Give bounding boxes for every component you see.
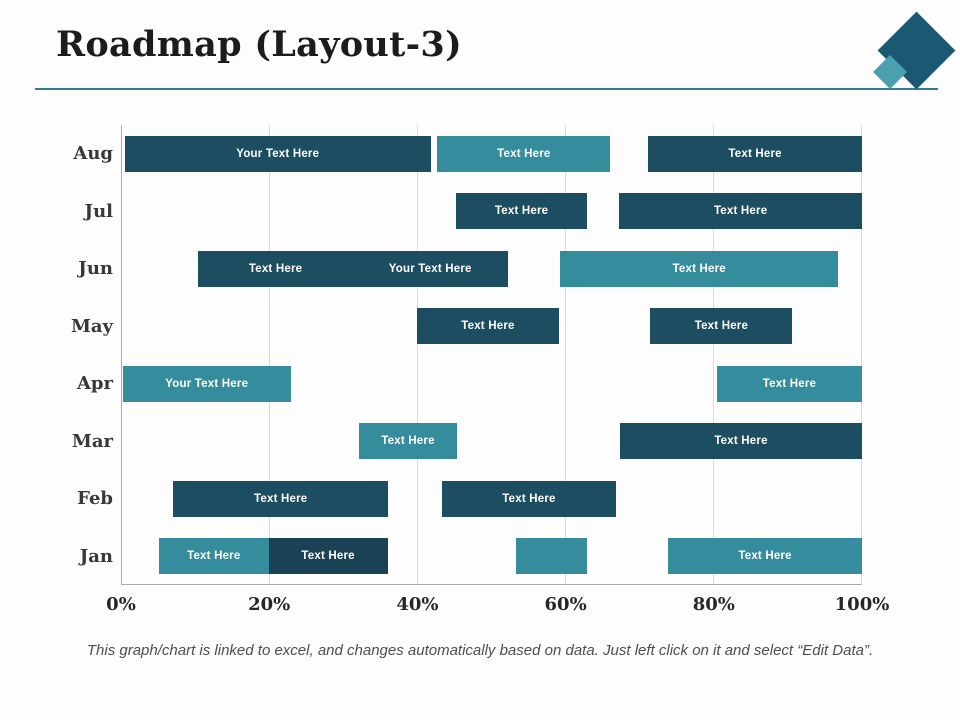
gridline [861,125,862,584]
gridline [269,125,270,584]
month-label: Jan [79,545,113,567]
gridline [417,125,418,584]
bar-segment[interactable]: Your Text Here [124,135,431,172]
bar-segment[interactable]: Your Text Here [352,250,508,287]
month-label: May [70,315,113,337]
bar-segment[interactable]: Text Here [159,538,269,575]
bar-segment[interactable]: Text Here [417,308,559,345]
bar-segment[interactable]: Text Here [173,480,389,517]
axis-tick-label: 0% [106,594,136,615]
month-label: Jun [78,258,113,279]
axis-tick-label: 60% [544,594,587,615]
title-divider-line [35,88,938,90]
bar-segment[interactable]: Text Here [716,365,862,402]
month-label: Aug [73,143,113,164]
chart-row: Your Text Here Text Here [122,355,862,413]
bar-segment[interactable]: Text Here [650,308,793,345]
chart-row: Text Here Text Here [122,183,862,241]
page-title: Roadmap (Layout-3) [56,24,462,65]
month-label: Apr [76,373,113,394]
bar-segment[interactable]: Text Here [358,423,458,460]
bar-segment[interactable]: Text Here [648,135,862,172]
chart-row: Text Here Text Here [122,298,862,356]
gridline [565,125,566,584]
month-label: Mar [71,430,113,452]
bar-segment[interactable]: Text Here [620,423,862,460]
bar-segment[interactable] [515,538,588,575]
month-label: Jul [84,200,113,222]
chart-row: Text Here Text Here [122,413,862,471]
footer-note: This graph/chart is linked to excel, and… [86,642,874,659]
chart-row: Text Here Text Here [122,470,862,528]
axis-tick-label: 20% [248,594,291,615]
bar-segment[interactable]: Text Here [668,538,862,575]
bar-segment[interactable]: Text Here [560,250,839,287]
percent-axis: 0% 20% 40% 60% 80% 100% [106,594,889,620]
bar-segment[interactable]: Text Here [198,250,353,287]
gridline [713,125,714,584]
bar-segment[interactable]: Text Here [442,480,616,517]
axis-tick-label: 40% [396,594,439,615]
axis-tick-label: 100% [834,594,890,615]
bar-segment[interactable]: Text Here [437,135,611,172]
bar-segment[interactable]: Text Here [619,193,862,230]
bar-segment[interactable]: Text Here [455,193,588,230]
month-label: Feb [77,488,113,509]
bar-segment[interactable]: Text Here [268,538,388,575]
bar-segment[interactable]: Your Text Here [122,365,291,402]
axis-tick-label: 80% [692,594,735,615]
